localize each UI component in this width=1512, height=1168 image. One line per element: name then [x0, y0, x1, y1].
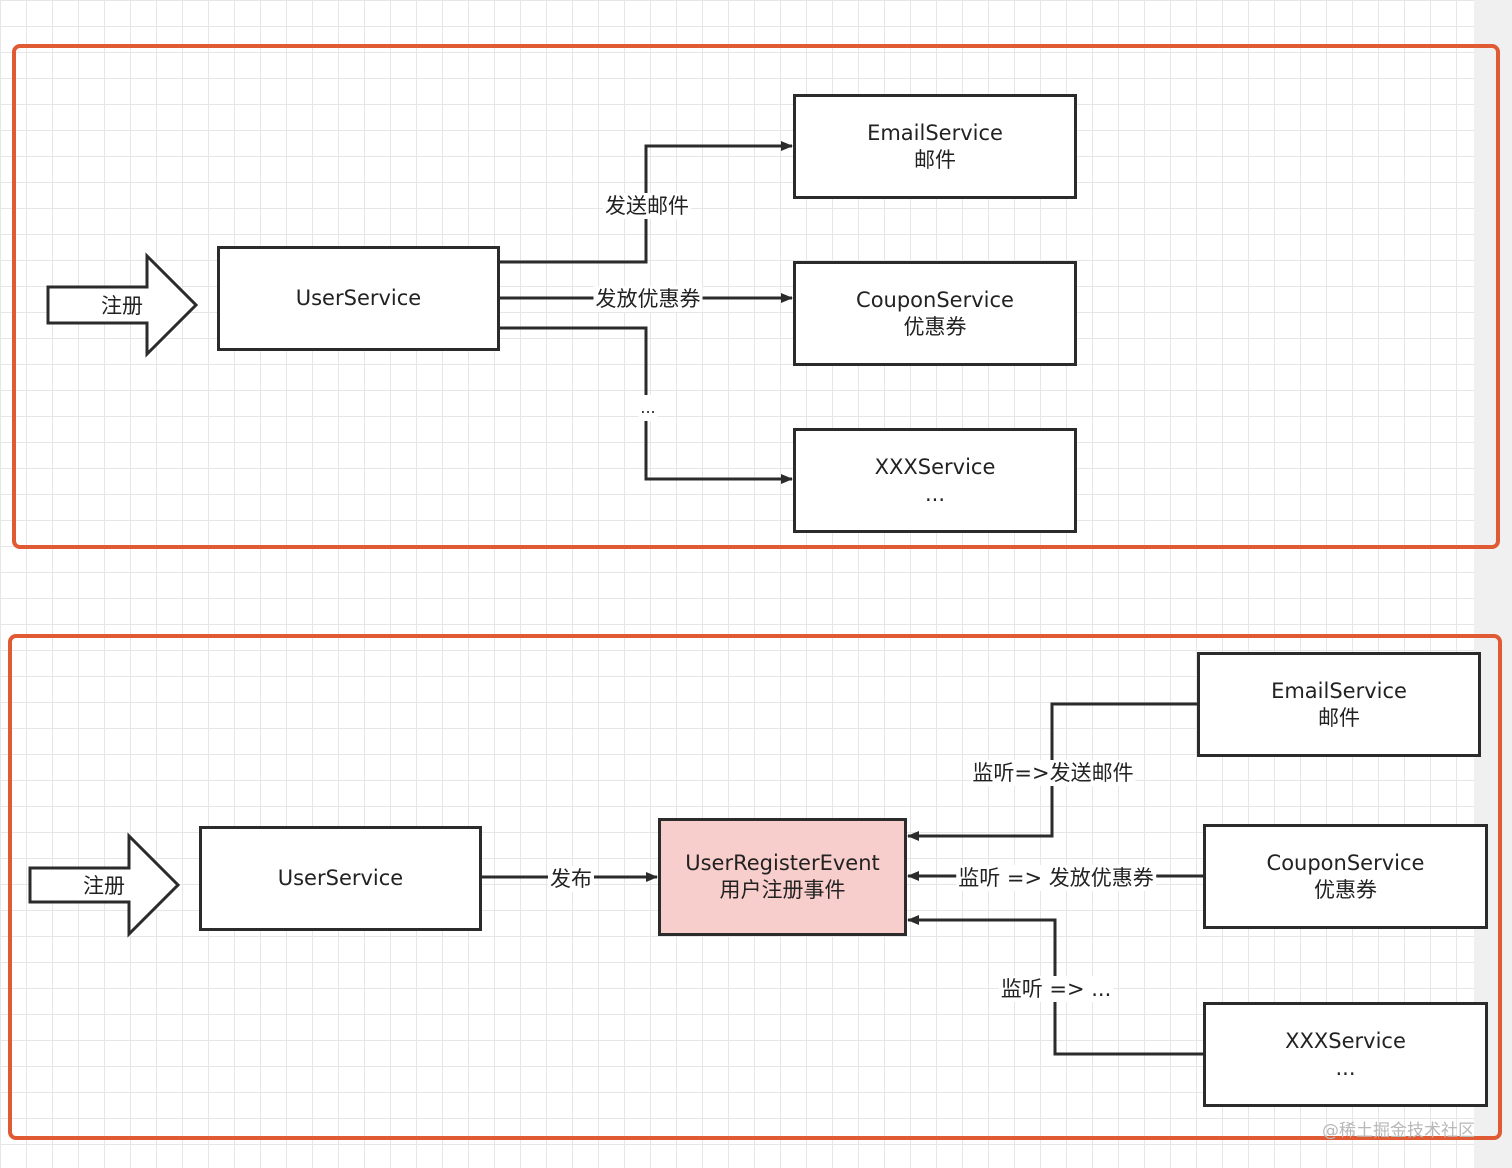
- top-email-service-name: EmailService: [867, 120, 1003, 145]
- bottom-user-service-name: UserService: [277, 866, 404, 890]
- top-diagram-frame: [12, 44, 1500, 549]
- bottom-edge-email-label: 监听=>发送邮件: [970, 760, 1136, 786]
- bottom-email-service-desc: 邮件: [1318, 705, 1360, 730]
- top-coupon-service-name: CouponService: [856, 287, 1014, 312]
- bottom-register-label: 注册: [83, 874, 125, 898]
- top-coupon-service-desc: 优惠券: [903, 314, 967, 339]
- bottom-xxx-service-name: XXXService: [1285, 1028, 1406, 1053]
- top-user-service-box[interactable]: UserService: [217, 246, 500, 351]
- top-register-label: 注册: [101, 294, 143, 318]
- top-xxx-service-box[interactable]: XXXService ...: [793, 428, 1077, 533]
- user-register-event-box[interactable]: UserRegisterEvent 用户注册事件: [658, 818, 907, 936]
- top-email-service-box[interactable]: EmailService 邮件: [793, 94, 1077, 199]
- top-email-service-desc: 邮件: [914, 147, 956, 172]
- top-xxx-service-desc: ...: [924, 481, 946, 506]
- top-coupon-service-box[interactable]: CouponService 优惠券: [793, 261, 1077, 366]
- top-edge-coupon-label: 发放优惠券: [593, 286, 703, 312]
- canvas-scroll-strip: [1474, 0, 1512, 1168]
- top-register-arrow-shape: [46, 252, 199, 358]
- top-user-service-name: UserService: [295, 286, 422, 310]
- bottom-user-service-box[interactable]: UserService: [199, 826, 482, 931]
- user-register-event-name: UserRegisterEvent: [685, 851, 880, 875]
- user-register-event-desc: 用户注册事件: [719, 878, 846, 902]
- top-xxx-service-name: XXXService: [874, 454, 996, 479]
- bottom-diagram-frame: [8, 634, 1502, 1140]
- top-edge-email-label: 发送邮件: [603, 193, 691, 219]
- bottom-coupon-service-name: CouponService: [1266, 850, 1425, 875]
- bottom-register-arrow-shape: [28, 832, 181, 938]
- bottom-edge-xxx-label: 监听 => ...: [998, 976, 1114, 1002]
- bottom-coupon-service-desc: 优惠券: [1314, 877, 1377, 902]
- bottom-xxx-service-desc: ...: [1335, 1055, 1356, 1080]
- bottom-edge-coupon-label: 监听 => 发放优惠券: [956, 865, 1156, 891]
- watermark: @稀土掘金技术社区: [1322, 1121, 1475, 1141]
- bottom-xxx-service-box[interactable]: XXXService ...: [1203, 1002, 1488, 1107]
- bottom-email-service-name: EmailService: [1271, 678, 1407, 703]
- bottom-email-service-box[interactable]: EmailService 邮件: [1197, 652, 1481, 757]
- bottom-coupon-service-box[interactable]: CouponService 优惠券: [1203, 824, 1488, 929]
- bottom-edge-publish-label: 发布: [548, 866, 594, 892]
- top-edge-xxx-label: ...: [638, 395, 658, 421]
